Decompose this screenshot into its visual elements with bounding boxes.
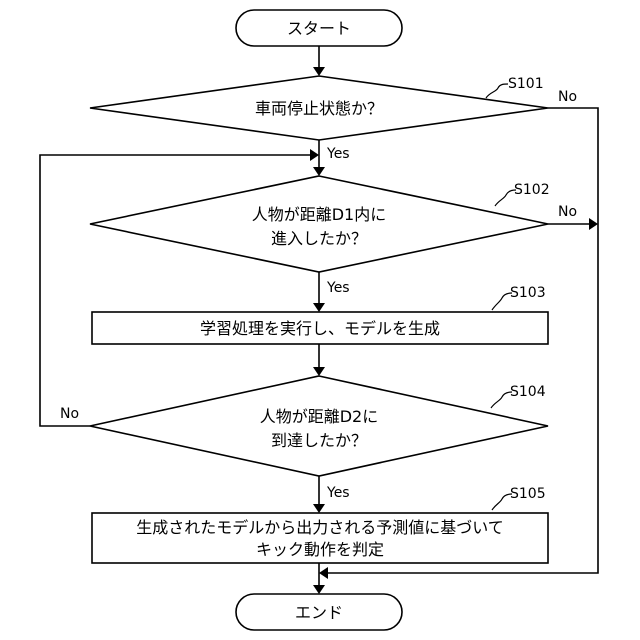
s101-step-id: S101 <box>508 76 544 92</box>
decision-s104-text-line2: 到達したか？ <box>271 431 367 450</box>
decision-s102 <box>90 176 548 272</box>
process-s103-text: 学習処理を実行し、モデルを生成 <box>200 319 440 338</box>
s105-leader <box>492 494 512 510</box>
s102-no-label: No <box>558 204 577 220</box>
s104-step-id: S104 <box>510 384 546 400</box>
s101-no-label: No <box>558 89 577 105</box>
s102-leader <box>495 190 516 206</box>
decision-s101-text: 車両停止状態か？ <box>255 99 383 118</box>
decision-s104 <box>90 376 548 476</box>
decision-s102-text-line1: 人物が距離D1内に <box>252 205 387 224</box>
arrowhead-s103 <box>313 303 325 312</box>
s105-step-id: S105 <box>510 486 546 502</box>
decision-s104-text-line1: 人物が距離D2に <box>260 407 379 426</box>
s101-yes-label: Yes <box>326 146 350 162</box>
arrowhead-s104 <box>313 367 325 376</box>
end-label: エンド <box>295 603 343 622</box>
s103-leader <box>492 293 512 310</box>
arrowhead-end <box>313 585 325 594</box>
arrowhead-s105 <box>313 504 325 513</box>
arrowhead-s102 <box>313 167 325 176</box>
arrowhead-s101 <box>313 67 325 76</box>
arrowhead-s102-no <box>589 218 598 230</box>
s102-yes-label: Yes <box>326 280 350 296</box>
decision-s102-text-line2: 進入したか？ <box>271 229 367 248</box>
s103-step-id: S103 <box>510 285 546 301</box>
s104-leader <box>491 392 512 408</box>
s101-leader <box>486 84 508 98</box>
s102-step-id: S102 <box>514 182 550 198</box>
arrowhead-s104-no-loop <box>310 149 319 161</box>
process-s105-text-line1: 生成されたモデルから出力される予測値に基づいて <box>136 518 504 537</box>
s104-yes-label: Yes <box>326 485 350 501</box>
arrowhead-s101-no-merge <box>319 567 328 579</box>
start-label: スタート <box>287 19 351 38</box>
s104-no-label: No <box>60 406 79 422</box>
process-s105-text-line2: キック動作を判定 <box>256 540 384 559</box>
